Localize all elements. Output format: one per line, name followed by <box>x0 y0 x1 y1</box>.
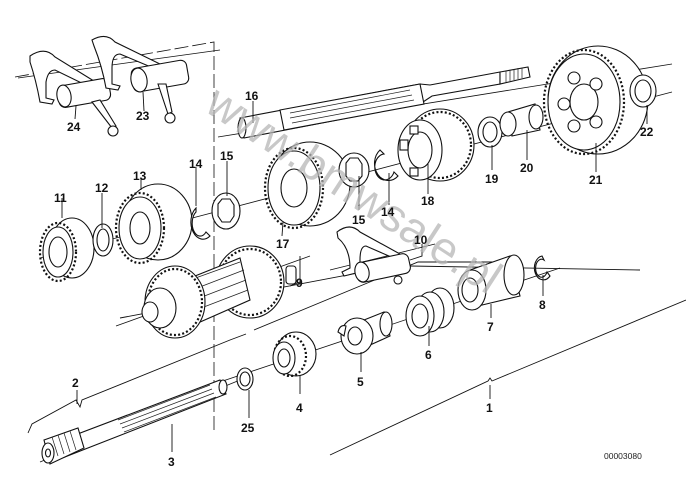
shift-fork-24[interactable] <box>29 50 119 137</box>
shift-fork-10[interactable] <box>336 226 411 285</box>
callout-12[interactable]: 12 <box>95 181 109 195</box>
thrust-washer-19[interactable] <box>477 116 503 148</box>
callout-18[interactable]: 18 <box>421 194 435 208</box>
callout-3[interactable]: 3 <box>168 455 175 469</box>
sliding-sleeve-5[interactable] <box>337 311 393 355</box>
callout-4[interactable]: 4 <box>296 401 303 415</box>
leader-lines <box>61 91 648 452</box>
callout-1[interactable]: 1 <box>486 401 493 415</box>
circlip-14a[interactable] <box>190 206 211 240</box>
callout-21[interactable]: 21 <box>589 173 603 187</box>
callout-14a[interactable]: 14 <box>189 157 203 171</box>
callout-24[interactable]: 24 <box>67 120 81 134</box>
callout-15a[interactable]: 15 <box>220 149 234 163</box>
axis-forks <box>17 49 221 79</box>
callout-16[interactable]: 16 <box>245 89 259 103</box>
diagram-number: 00003080 <box>604 451 642 461</box>
circlip-14b[interactable] <box>374 149 399 181</box>
callout-8[interactable]: 8 <box>539 298 546 312</box>
spring-6[interactable] <box>405 287 455 337</box>
shift-dog-gear-18[interactable] <box>397 108 475 182</box>
callout-15b[interactable]: 15 <box>352 213 366 227</box>
callout-19[interactable]: 19 <box>485 172 499 186</box>
bushing-7[interactable] <box>457 254 525 311</box>
thrust-washer-22[interactable] <box>629 74 657 108</box>
bracket-group-2 <box>27 333 247 434</box>
circlip-25[interactable] <box>236 367 254 391</box>
callout-2[interactable]: 2 <box>72 376 79 390</box>
gear-11[interactable] <box>38 217 95 283</box>
gear-17[interactable] <box>263 141 351 230</box>
callout-7[interactable]: 7 <box>487 320 494 334</box>
thrust-washer-12[interactable] <box>92 223 114 257</box>
callout-11[interactable]: 11 <box>54 191 67 205</box>
callout-17[interactable]: 17 <box>276 237 290 251</box>
callout-14b[interactable]: 14 <box>381 205 395 219</box>
callout-labels: 1 2 3 4 5 6 7 8 9 10 11 12 13 14 15 16 1… <box>54 89 654 469</box>
callout-5[interactable]: 5 <box>357 375 364 389</box>
needle-bearing-20[interactable] <box>499 103 544 137</box>
callout-23[interactable]: 23 <box>136 109 150 123</box>
bracket-group-1-lower <box>329 299 686 456</box>
callout-9[interactable]: 9 <box>296 276 303 290</box>
circlip-8[interactable] <box>533 255 551 281</box>
axis-fork-10 <box>329 243 436 271</box>
countershaft-cluster-9[interactable] <box>141 245 297 339</box>
lock-washer-15a[interactable] <box>211 192 241 230</box>
callout-10[interactable]: 10 <box>414 233 428 247</box>
callout-13[interactable]: 13 <box>133 169 147 183</box>
shift-fork-23[interactable] <box>91 35 190 124</box>
lock-washer-15b[interactable] <box>338 152 370 188</box>
gear-21[interactable] <box>542 45 649 156</box>
bracket-group-2b <box>253 261 520 331</box>
gear-4[interactable] <box>272 331 317 378</box>
callout-6[interactable]: 6 <box>425 348 432 362</box>
input-shaft-3[interactable] <box>41 379 228 465</box>
gear-13[interactable] <box>114 183 193 265</box>
output-shaft-16[interactable] <box>237 66 531 139</box>
callout-20[interactable]: 20 <box>520 161 534 175</box>
callout-22[interactable]: 22 <box>640 125 654 139</box>
callout-25[interactable]: 25 <box>241 421 255 435</box>
